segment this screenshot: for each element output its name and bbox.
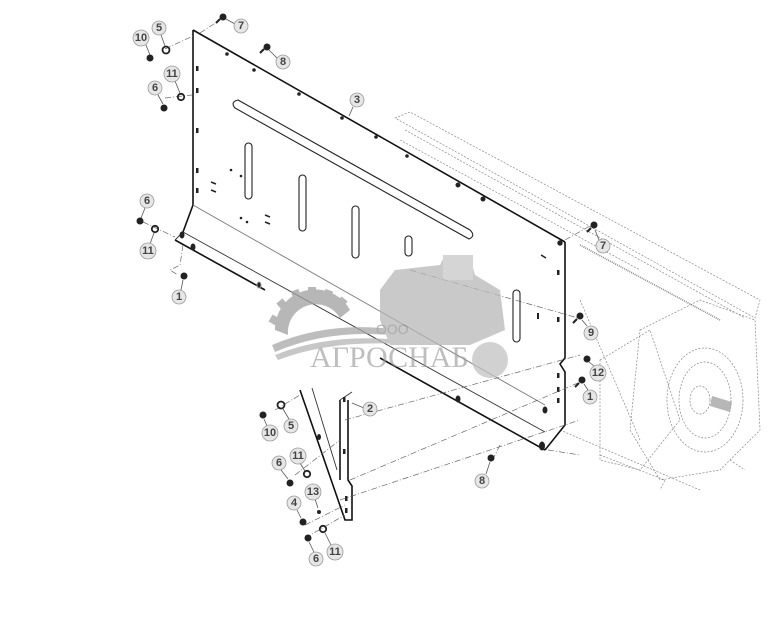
washer-icon: [302, 469, 312, 479]
callout-7: 7: [595, 238, 611, 254]
svg-text:7: 7: [600, 240, 606, 252]
svg-text:7: 7: [238, 20, 244, 32]
fasteners: [136, 13, 598, 542]
side-panel: [174, 29, 566, 451]
watermark-prefix: ООО: [376, 321, 409, 337]
callout-4: 4: [286, 495, 302, 511]
callout-10: 10: [261, 424, 279, 442]
nut-icon: [160, 104, 168, 112]
callout-5: 5: [283, 418, 299, 434]
nut-icon: [317, 510, 321, 514]
svg-text:11: 11: [292, 450, 304, 462]
svg-text:1: 1: [176, 291, 182, 303]
nut-icon: [304, 534, 312, 542]
washer-icon: [176, 92, 186, 102]
svg-text:1: 1: [587, 391, 593, 403]
bolt-icon: [180, 272, 188, 280]
bolt-icon: [259, 43, 271, 54]
bolt-icon: [583, 355, 591, 363]
svg-text:5: 5: [288, 420, 294, 432]
callout-11: 11: [139, 242, 157, 260]
callout-13: 13: [304, 483, 322, 501]
callout-11: 11: [326, 543, 344, 561]
bolt-icon: [572, 312, 584, 324]
callout-1: 1: [582, 389, 598, 405]
nut-icon: [136, 217, 144, 225]
bolt-icon: [215, 13, 227, 24]
svg-text:8: 8: [479, 475, 485, 487]
callout-11: 11: [289, 447, 307, 465]
callout-8: 8: [474, 473, 490, 489]
bolt-icon: [574, 376, 586, 388]
nut-icon: [146, 54, 154, 62]
svg-text:2: 2: [367, 403, 373, 415]
washer-icon: [161, 45, 171, 55]
svg-text:4: 4: [291, 497, 298, 509]
svg-text:10: 10: [135, 32, 147, 44]
vertical-bracket: [299, 387, 353, 521]
washer-icon: [150, 224, 160, 234]
assembly-lines: [142, 19, 591, 539]
svg-text:6: 6: [313, 553, 319, 565]
callout-3: 3: [349, 92, 365, 108]
callout-6: 6: [147, 80, 163, 96]
callout-1: 1: [171, 289, 187, 305]
svg-text:11: 11: [166, 68, 178, 80]
svg-text:6: 6: [276, 457, 282, 469]
svg-text:11: 11: [329, 546, 341, 558]
svg-text:3: 3: [354, 94, 360, 106]
callout-leaders: [140, 18, 600, 553]
svg-text:6: 6: [152, 82, 158, 94]
callout-6: 6: [139, 193, 155, 209]
svg-text:10: 10: [264, 427, 276, 439]
callout-10: 10: [132, 29, 150, 47]
svg-text:13: 13: [307, 486, 319, 498]
washer-icon: [276, 400, 286, 410]
washer-icon: [318, 524, 328, 534]
svg-text:9: 9: [588, 327, 594, 339]
callout-12: 12: [589, 364, 607, 382]
nut-icon: [286, 479, 294, 487]
callout-7: 7: [233, 18, 249, 34]
callout-8: 8: [275, 54, 291, 70]
svg-text:8: 8: [280, 56, 286, 68]
callouts: 10 5 7 8 11 6 3 6 11 1 7 9 12 1 2 10 5 6…: [132, 18, 611, 567]
svg-text:5: 5: [156, 22, 162, 34]
svg-text:6: 6: [144, 195, 150, 207]
callout-5: 5: [151, 20, 167, 36]
bolt-icon: [487, 454, 495, 462]
callout-11: 11: [163, 65, 181, 83]
nut-icon: [299, 518, 307, 526]
callout-6: 6: [271, 455, 287, 471]
svg-text:11: 11: [142, 245, 154, 257]
callout-6: 6: [308, 551, 324, 567]
callout-2: 2: [362, 401, 378, 417]
machine-housing-outline: [394, 111, 761, 491]
watermark-brand: АГРОСНАБ: [310, 341, 469, 374]
callout-9: 9: [583, 325, 599, 341]
gear-icon: [268, 287, 350, 335]
nut-icon: [259, 411, 267, 419]
svg-text:12: 12: [592, 367, 604, 379]
bolt-icon: [586, 221, 598, 233]
combine-harvester-icon: [380, 255, 508, 378]
watermark-logo: ООО АГРОСНАБ: [268, 255, 508, 378]
